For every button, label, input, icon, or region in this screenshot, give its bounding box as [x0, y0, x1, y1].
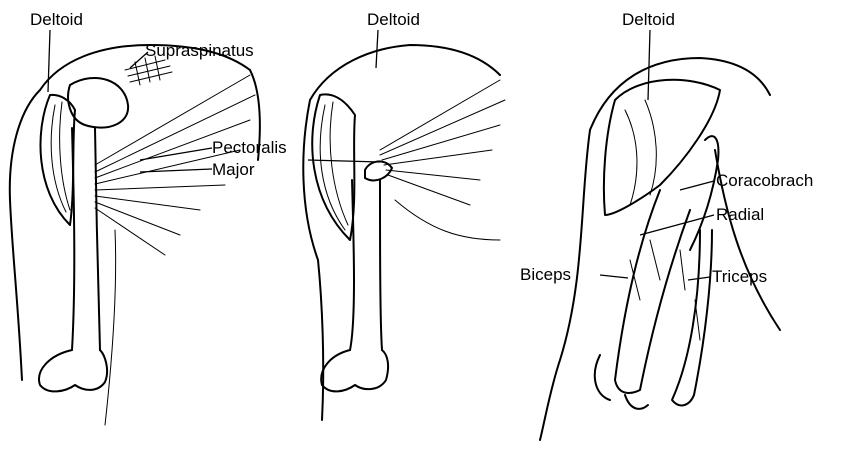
- panel-3-triceps-label: Triceps: [712, 267, 767, 286]
- panel-3-deltoid-muscle: [604, 80, 720, 215]
- panel-3-coracobrach-leader: [680, 181, 714, 190]
- panel-1-torso-line: [105, 230, 116, 425]
- panel-2-deltoid-muscle: [312, 94, 355, 240]
- panel-3-arm-illustration: [540, 58, 780, 440]
- panel-3-biceps-label: Biceps: [520, 265, 571, 284]
- panel-3-coracobrach-label: Coracobrach: [716, 171, 813, 190]
- panel-3-shoulder-outline: [590, 58, 770, 130]
- panel-3-coracobrachialis: [690, 136, 718, 250]
- panel-3-deltoid-label: Deltoid: [622, 10, 675, 29]
- panel-3-triceps-muscle: [672, 230, 712, 405]
- panel-3-biceps-leader: [600, 275, 628, 278]
- panel-1-arm-illustration: [10, 45, 260, 425]
- panel-3-humerus-condyle: [595, 355, 648, 409]
- panel-2-deltoid-leader: [376, 30, 378, 68]
- panel-1-deltoid-leader: [48, 30, 50, 92]
- panel-2-pectoralis-fibers: [380, 80, 505, 205]
- panel-1-humerus-condyle: [39, 350, 107, 391]
- panel-1-humerus-shaft: [72, 128, 100, 350]
- panel-1-supraspinatus-fibers: [125, 56, 172, 85]
- panel-2-arm-illustration: [303, 45, 505, 420]
- panel-3-radial-label: Radial: [716, 205, 764, 224]
- panel-3-deltoid-fibers: [625, 100, 656, 205]
- panel-2-deltoid-fibers: [320, 102, 348, 230]
- panel-1-supraspinatus-label: Supraspinatus: [145, 41, 254, 60]
- panel-2-chest-line: [395, 200, 500, 240]
- panel-3-radial-leader: [640, 215, 714, 235]
- panel-1-major-label: Major: [212, 160, 255, 179]
- panel-2-deltoid-label: Deltoid: [367, 10, 420, 29]
- panel-2-pectoralis-leader: [308, 160, 380, 162]
- panel-1-deltoid-label: Deltoid: [30, 10, 83, 29]
- panel-2-humerus-condyle: [321, 350, 388, 391]
- panel-1-pectoralis-leader: [140, 148, 212, 160]
- panel-2-shoulder-outline: [310, 45, 500, 100]
- panel-1-deltoid-fibers: [51, 102, 70, 212]
- panel-3-arm-outline-left: [540, 130, 590, 440]
- panel-1-arm-outline: [10, 90, 40, 380]
- panel-1-humeral-head: [68, 78, 128, 128]
- panel-3-biceps-muscle: [615, 190, 690, 393]
- panel-3-deltoid-leader: [648, 30, 650, 100]
- panel-1-deltoid-muscle: [40, 95, 75, 225]
- panel-1-pectoralis-label: Pectoralis: [212, 138, 287, 157]
